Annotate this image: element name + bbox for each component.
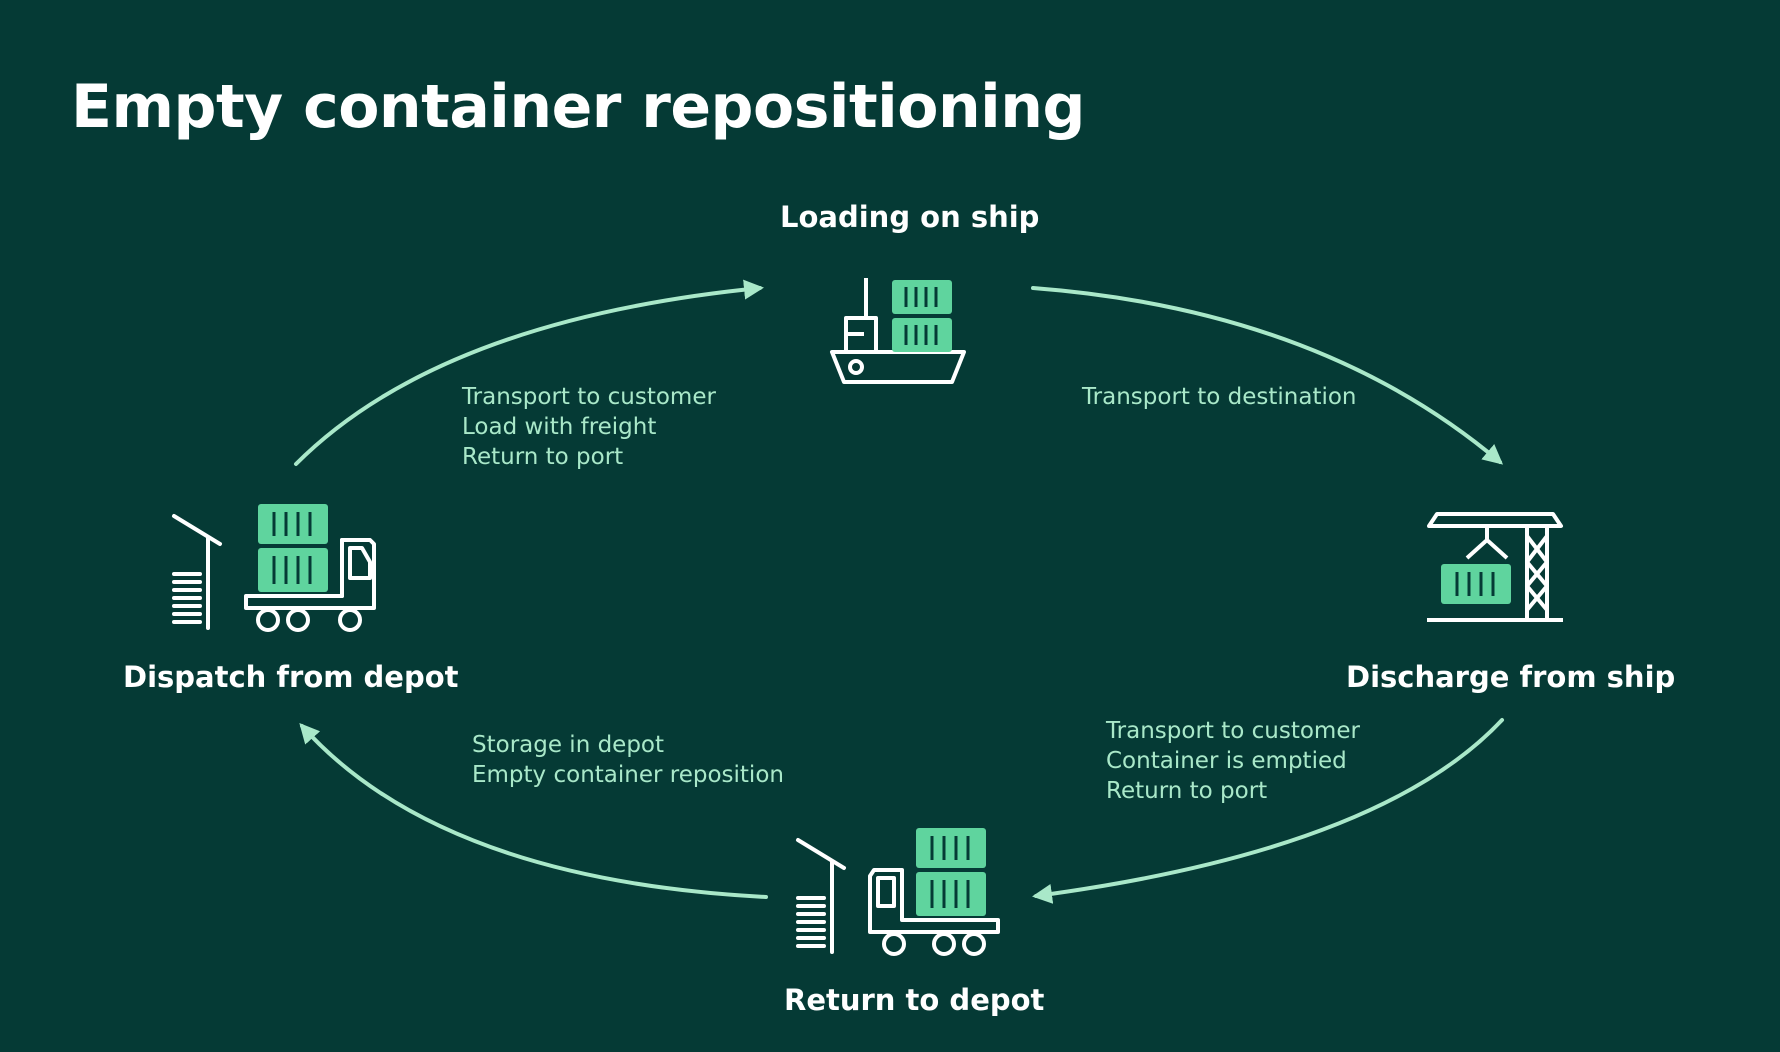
arrow-loading-to-discharge [1031,286,1504,465]
transition-step: Transport to customer [462,384,716,410]
truck-depot-icon [796,828,1000,956]
crane-icon [1427,512,1563,622]
stage-label-return: Return to depot [784,983,1045,1017]
page-title: Empty container repositioning [71,72,1085,142]
stage-label-dispatch: Dispatch from depot [123,660,459,694]
transition-step: Container is emptied [1106,748,1347,774]
arrow-return-to-dispatch [299,723,768,899]
transition-step: Load with freight [462,414,657,440]
transition-loading-to-discharge: Transport to destination [1082,382,1357,412]
transition-discharge-to-return: Transport to customer Container is empti… [1106,716,1360,806]
stage-label-discharge: Discharge from ship [1346,660,1676,694]
transition-dispatch-to-loading: Transport to customer Load with freight … [462,382,716,472]
transition-step: Transport to customer [1106,718,1360,744]
stage-label-loading: Loading on ship [780,200,1040,234]
transition-step: Return to port [1106,778,1268,804]
arrow-dispatch-to-loading [294,279,764,466]
transition-step: Storage in depot [472,732,665,758]
truck-depot-icon [172,504,376,632]
transition-step: Return to port [462,444,624,470]
ship-icon [830,278,966,384]
arrow-discharge-to-return [1032,718,1504,904]
transition-step: Empty container reposition [472,762,784,788]
transition-step: Transport to destination [1082,384,1357,410]
transition-return-to-dispatch: Storage in depot Empty container reposit… [472,730,784,790]
